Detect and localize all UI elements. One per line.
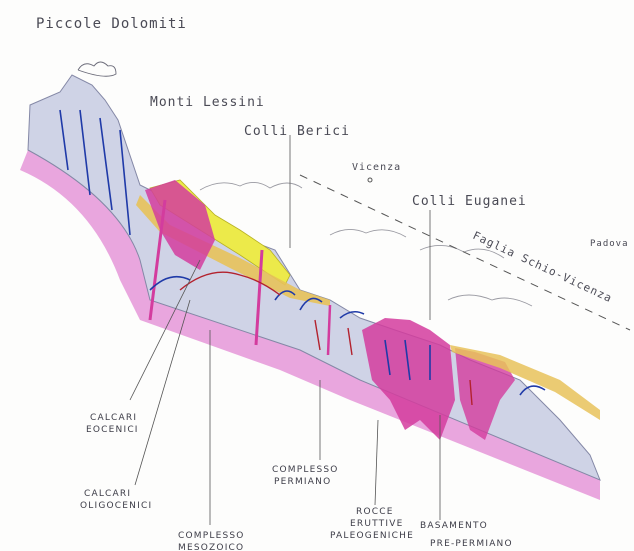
caption-calcari-eocenici-1: CALCARI (90, 413, 137, 423)
caption-basamento-1: BASAMENTO (420, 521, 488, 531)
caption-complesso-mesozoico-1: COMPLESSO (178, 531, 245, 541)
caption-calcari-eocenici-2: EOCENICI (86, 425, 139, 435)
caption-rocce-3: PALEOGENICHE (330, 531, 414, 541)
caption-complesso-permiano-1: COMPLESSO (272, 465, 339, 475)
caption-calcari-oligocenici-2: OLIGOCENICI (80, 501, 152, 511)
label-piccole-dolomiti: Piccole Dolomiti (36, 16, 187, 32)
cloud-icon (78, 62, 116, 76)
label-monti-lessini: Monti Lessini (150, 95, 265, 110)
caption-complesso-permiano-2: PERMIANO (274, 477, 331, 487)
caption-complesso-mesozoico-2: MESOZOICO (178, 543, 244, 551)
caption-rocce-2: ERUTTIVE (350, 519, 403, 529)
vicenza-marker (368, 178, 372, 182)
label-padova: Padova (590, 239, 629, 249)
caption-calcari-oligocenici-1: CALCARI (84, 489, 131, 499)
caption-rocce-1: ROCCE (356, 507, 394, 517)
caption-basamento-2: PRE-PERMIANO (430, 539, 513, 549)
volcanic-body-center (362, 318, 455, 440)
label-colli-berici: Colli Berici (244, 124, 350, 139)
label-vicenza: Vicenza (352, 162, 401, 173)
label-colli-euganei: Colli Euganei (412, 194, 527, 209)
